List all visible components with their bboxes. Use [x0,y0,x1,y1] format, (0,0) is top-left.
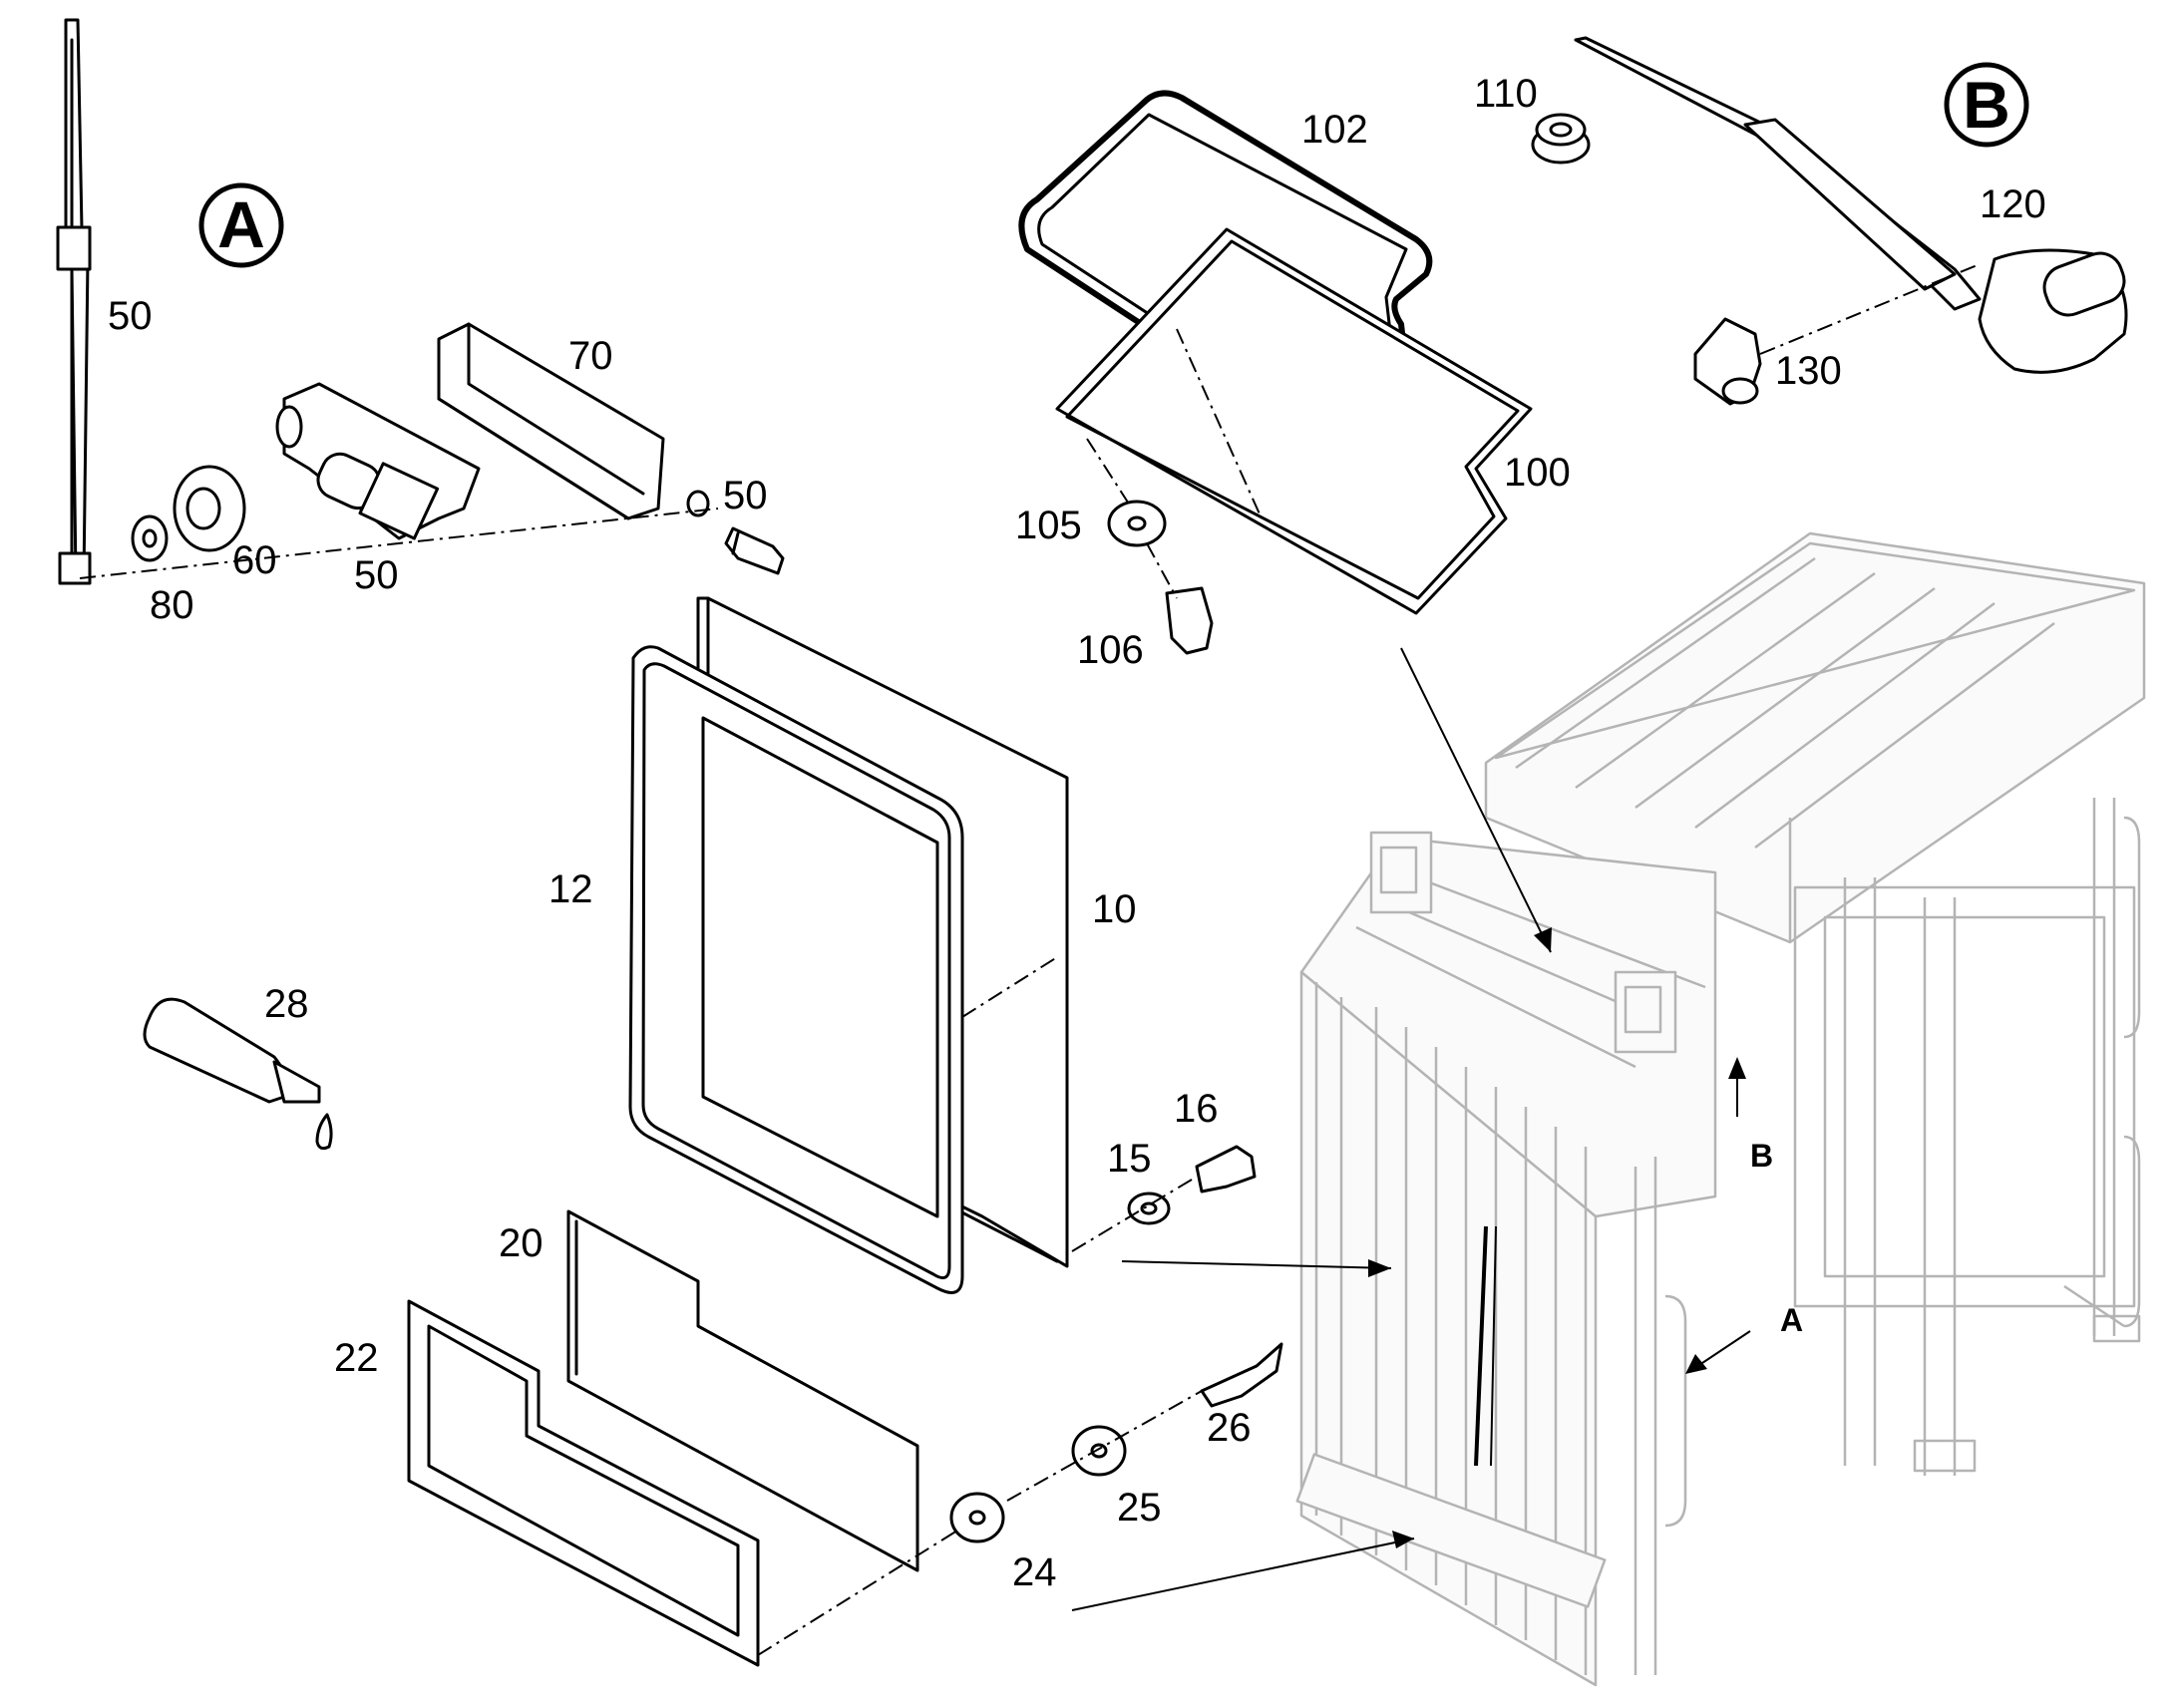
callout: 80 [150,583,194,627]
callout: 60 [232,538,277,582]
view-marker-a: A [198,182,284,268]
callout: 106 [1077,628,1144,672]
fasteners-15-16 [1071,1145,1392,1277]
fasteners-24-25-26 [949,1342,1415,1611]
callouts: 50 70 50 60 50 80 102 110 120 130 100 10… [108,72,2046,1594]
callout: 110 [1474,72,1538,116]
callout: 50 [723,474,768,517]
view-arrow-label-b: B [1750,1138,1773,1174]
callout: 120 [1980,182,2046,226]
callout: 28 [264,982,309,1026]
callout: 22 [334,1336,379,1380]
cab-frame [1295,531,2146,1687]
panels-20-22 [407,1209,958,1667]
callout: 102 [1301,108,1368,152]
view-marker-b: B [1944,62,2029,148]
svg-text:B: B [1963,68,2010,142]
callout: 50 [354,553,399,597]
callout: 25 [1117,1486,1162,1530]
callout: 12 [548,867,593,911]
callout: 130 [1775,349,1842,393]
callout: 50 [108,294,153,338]
callout: 10 [1092,887,1137,931]
wiper-blade-part-50 [56,18,92,585]
roof-wiper-parts [1531,36,2128,406]
callout: 26 [1207,1406,1252,1450]
sealant-tube-part-28 [143,997,333,1151]
svg-text:A: A [217,187,265,261]
callout: 24 [1012,1550,1057,1594]
callout: 100 [1504,451,1571,495]
callout: 16 [1174,1087,1219,1131]
callout: 70 [568,334,613,378]
front-window-parts [628,596,1069,1294]
callout: 15 [1107,1137,1152,1181]
roof-window-parts [1018,90,1552,953]
wiper-motor-assembly [79,322,785,579]
view-arrows: A B [1685,1057,1803,1374]
callout: 20 [499,1221,544,1265]
view-arrow-label-a: A [1780,1302,1803,1338]
callout: 105 [1015,504,1082,547]
